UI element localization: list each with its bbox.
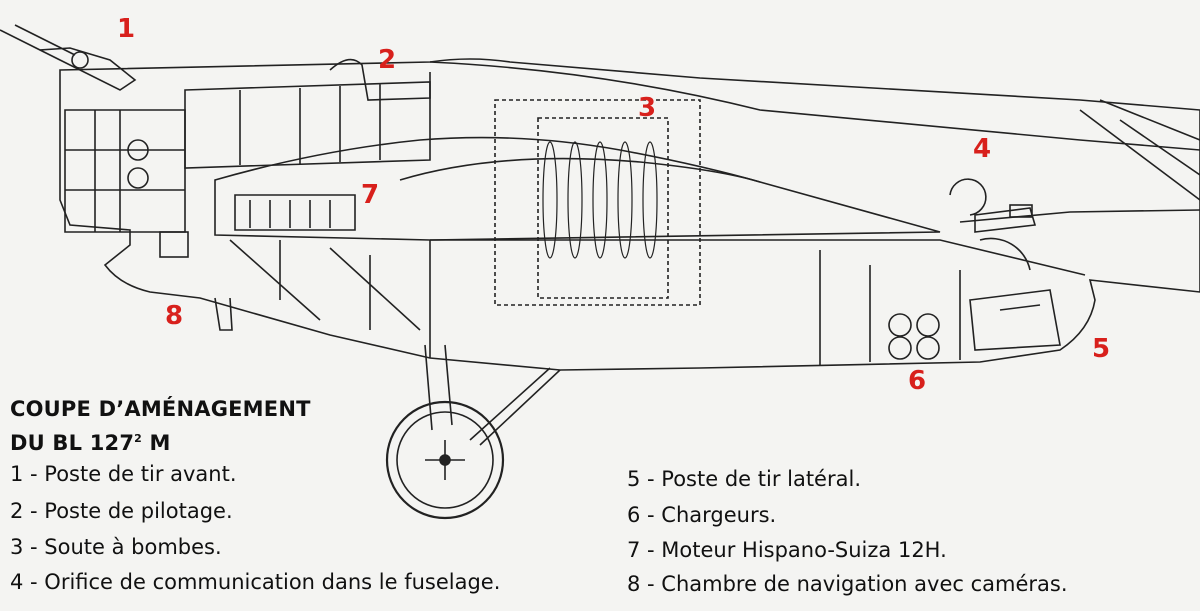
callout-4: 4: [973, 134, 992, 164]
legend-item-2: 2 - Poste de pilotage.: [10, 499, 233, 523]
callout-6: 6: [908, 366, 927, 396]
caption-title-prefix: DU BL 127: [10, 431, 135, 455]
legend-item-1: 1 - Poste de tir avant.: [10, 462, 237, 486]
bomb-bay: [494, 99, 701, 306]
engine-cowling: [214, 136, 941, 241]
lateral-gun: [959, 204, 1200, 271]
legend-item-8: 8 - Chambre de navigation avec caméras.: [627, 572, 1068, 596]
communication-orifice: [949, 178, 987, 216]
bombs: [542, 141, 658, 259]
callout-3: 3: [638, 93, 657, 123]
legend-item-6: 6 - Chargeurs.: [627, 503, 777, 527]
callout-8: 8: [165, 301, 184, 331]
front-gun: [0, 24, 137, 91]
tail-bracing: [1079, 99, 1200, 201]
caption-title-line2: DU BL 1272 M: [10, 431, 171, 455]
callout-5: 5: [1092, 334, 1111, 364]
magazines: [888, 313, 940, 360]
legend-item-7: 7 - Moteur Hispano-Suiza 12H.: [627, 538, 947, 562]
engine-inner-curve: [399, 157, 761, 183]
navigation-chamber: [127, 139, 233, 331]
wing-upper-line: [429, 61, 1200, 151]
cockpit-frame: [184, 81, 431, 169]
fuselage-truss: [229, 239, 421, 331]
rear-gunner-station: [969, 289, 1061, 351]
legend-item-3: 3 - Soute à bombes.: [10, 535, 222, 559]
fuselage-outline: [59, 58, 1200, 371]
caption-title-sup: 2: [134, 432, 142, 445]
caption-title-line1: COUPE D’AMÉNAGEMENT: [10, 397, 311, 421]
landing-gear: [385, 344, 561, 520]
canopy: [329, 58, 431, 101]
caption-title-suffix: M: [142, 431, 171, 455]
callout-2: 2: [378, 45, 397, 75]
legend-item-5: 5 - Poste de tir latéral.: [627, 467, 861, 491]
nose-compartment: [64, 109, 186, 233]
callout-1: 1: [117, 14, 136, 44]
rear-structure: [429, 239, 1086, 365]
engine-block: [234, 194, 356, 231]
callout-7: 7: [361, 180, 380, 210]
legend-item-4: 4 - Orifice de communication dans le fus…: [10, 570, 501, 594]
